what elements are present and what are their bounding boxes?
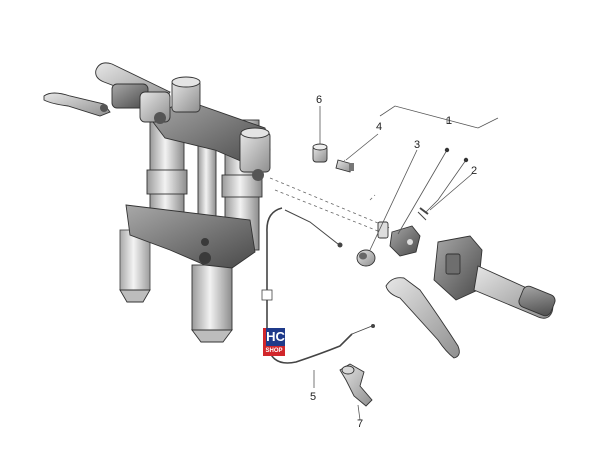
axis-line	[274, 189, 389, 236]
part-6-spacer	[312, 143, 328, 163]
clamp-bolt	[199, 252, 211, 264]
leader-7	[357, 404, 361, 421]
front-brake-lever	[43, 92, 111, 117]
axis-line	[269, 177, 391, 229]
part-2-spring-pin	[417, 207, 429, 221]
leader-1	[397, 149, 448, 235]
leader-2-b	[429, 173, 473, 211]
fork-assembly	[119, 76, 271, 343]
clamp-bolt	[252, 169, 264, 181]
lower-triple-clamp	[125, 204, 256, 269]
part-3-cable-bush	[356, 221, 389, 267]
clutch-lever	[385, 277, 460, 359]
part-4-adjuster-screw	[335, 159, 354, 173]
callout-6: 6	[316, 94, 322, 106]
callout-7: 7	[357, 418, 363, 430]
hc-shop-logo: HC SHOP	[263, 328, 285, 358]
callout-5: 5	[310, 391, 316, 403]
callout-1: 1	[446, 115, 452, 127]
callout-3: 3	[414, 139, 420, 151]
left-handlebar-assembly	[43, 62, 171, 124]
leader-2-a	[425, 159, 467, 213]
leader-3	[369, 149, 418, 251]
part-1-clutch-lever-assembly	[385, 225, 556, 359]
callout-4: 4	[376, 121, 382, 133]
group-bracket	[379, 105, 499, 129]
part-7-clutch-arm	[339, 363, 373, 407]
callout-2: 2	[471, 165, 477, 177]
leader-dot	[444, 147, 450, 153]
leader-dot	[463, 157, 469, 163]
logo-shop-text: SHOP	[263, 346, 285, 356]
clamp-bolt	[201, 238, 209, 246]
clutch-lever-bracket	[389, 225, 421, 257]
leader-4	[345, 133, 379, 161]
logo-hc-text: HC	[263, 328, 285, 346]
